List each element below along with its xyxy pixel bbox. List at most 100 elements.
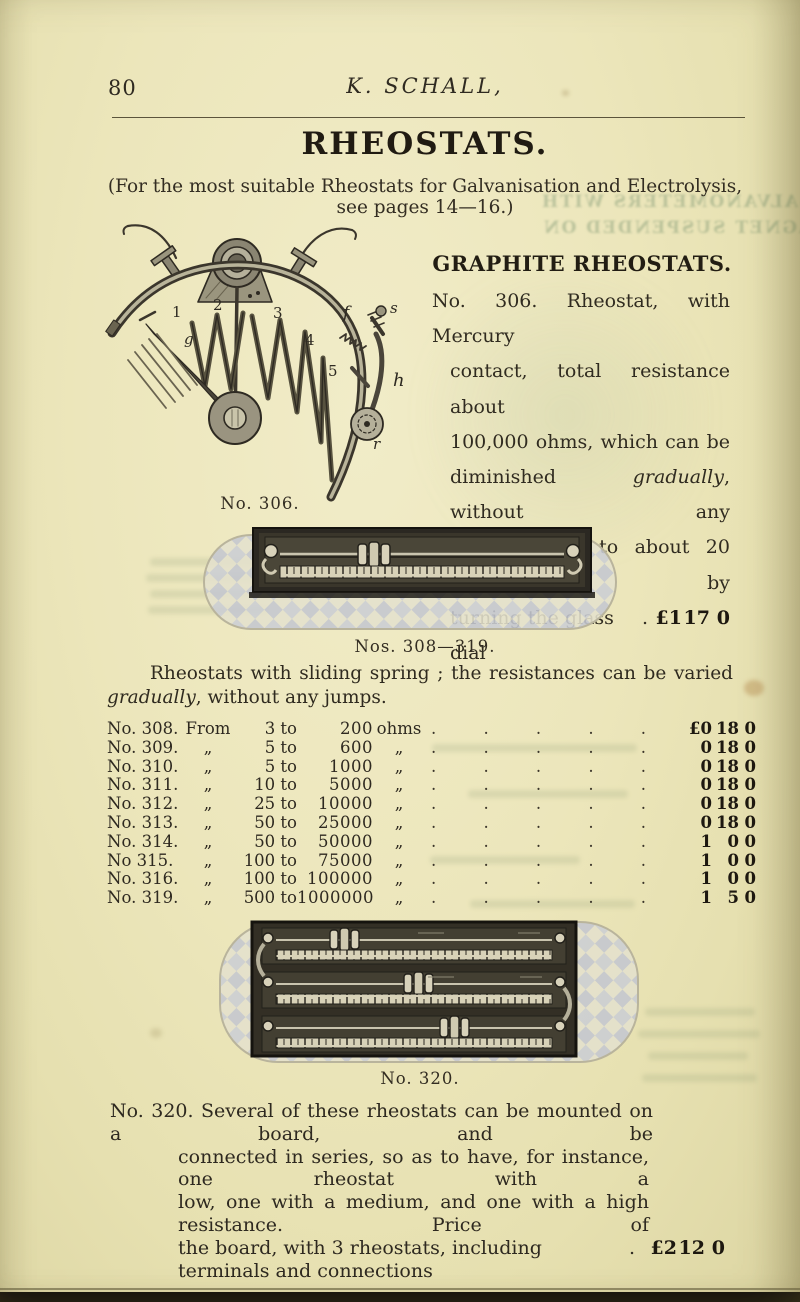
price-shillings: 0 (727, 831, 739, 851)
subtitle: (For the most suitable Rheostats for Gal… (85, 176, 765, 218)
price-pence: 0 (744, 888, 756, 908)
price-pence: 0 (744, 775, 756, 795)
unit-ohms: „ (394, 756, 404, 776)
price-pence: 0 (744, 794, 756, 814)
price-shillings: 17 (683, 606, 710, 629)
page-title: RHEOSTATS. (301, 126, 549, 162)
model-number: No. 313. (107, 812, 179, 832)
range-high: 25000 (318, 812, 373, 832)
price-pence: 0 (744, 756, 756, 776)
range-high: 200 (340, 719, 373, 738)
price-shillings: 18 (716, 812, 739, 832)
paper-stain (150, 1028, 162, 1038)
price-pounds: 1 (700, 888, 712, 908)
price-pounds: £2 (650, 1236, 677, 1259)
dot-leader: . . . . . . (431, 757, 674, 776)
unit-ohms: „ (394, 850, 404, 870)
price-pence: 0 (716, 606, 730, 629)
unit-ohms: „ (394, 794, 404, 814)
range-high: 600 (340, 737, 373, 757)
price-pence: 0 (711, 1236, 725, 1259)
unit-ohms: „ (394, 869, 404, 889)
range-high: 10000 (318, 794, 373, 814)
range-low: 50 to (254, 831, 297, 851)
dot-leader: . . . . . . (431, 870, 674, 889)
scan-edge-bar (0, 1292, 800, 1302)
model-number: No 315. (107, 850, 174, 870)
board-description: No. 320. Several of these rheostats can … (110, 1100, 725, 1282)
from-ditto: „ (203, 812, 213, 832)
sliding-intro-rest: , without any jumps. (195, 686, 387, 708)
price-pence: 0 (744, 869, 756, 889)
price-table-row: No. 308. From 3 to 200 ohms . . . . . . … (107, 719, 756, 739)
price-pounds: 0 (700, 812, 712, 832)
price-pounds: 1 (700, 869, 712, 889)
dot-leader: . . . . . . (431, 776, 674, 795)
from-ditto: „ (203, 737, 213, 757)
unit-ohms: „ (394, 888, 404, 908)
board-line-1: No. 320. Several of these rheostats can … (110, 1100, 653, 1145)
price-shillings: 18 (716, 794, 739, 814)
range-low: 10 to (254, 775, 297, 795)
row-price: 0 18 0 (674, 737, 756, 758)
graphite-line-4: diminished gradually, without any (432, 460, 730, 530)
price-pence: 0 (744, 812, 756, 832)
showthrough-line (430, 856, 580, 864)
price-pounds: 1 (700, 831, 712, 851)
range-low: 100 to (243, 850, 297, 870)
fig-308-319-sliding-rheostat-engraving (203, 527, 617, 630)
fig306-scale-label-2: 2 (213, 296, 223, 314)
graphite-line-4c: , without any (450, 466, 730, 524)
leader-dot: . (641, 606, 648, 629)
price-table: No. 308. From 3 to 200 ohms . . . . . . … (107, 719, 756, 908)
from-ditto: „ (203, 850, 213, 870)
range-high: 1000000 (297, 888, 374, 908)
scan-edge-line (0, 1288, 800, 1290)
header-rule (112, 117, 745, 118)
unit-ohms: „ (394, 775, 404, 795)
range-high: 1000 (329, 756, 373, 776)
price-shillings: 18 (716, 719, 739, 738)
dot-leader: . . . . . . (431, 851, 674, 870)
price-table-row: No. 312. „ 25 to 10000 „ . . . . . . 0 1… (107, 794, 756, 814)
model-number: No. 308. (107, 719, 179, 738)
range-low: 5 to (264, 756, 297, 776)
range-high: 75000 (318, 850, 373, 870)
showthrough-line (642, 1074, 757, 1082)
showthrough-line (468, 790, 628, 798)
fig306-part-label-s: s (390, 299, 398, 317)
subtitle-line-1: (For the most suitable Rheostats for Gal… (107, 176, 743, 197)
fig306-part-label-h: h (393, 370, 405, 391)
price-table-row: No. 310. „ 5 to 1000 „ . . . . . . 0 18 … (107, 756, 756, 777)
fig-308-319-caption: Nos. 308—319. (354, 637, 496, 656)
range-high: 50000 (318, 831, 373, 851)
fig306-scale-label-3: 3 (273, 304, 283, 322)
price-table-row: No. 314. „ 50 to 50000 „ . . . . . . 1 0… (107, 831, 756, 852)
model-number: No. 314. (107, 831, 179, 851)
price-pounds: 0 (700, 775, 712, 795)
range-low: 500 to (243, 888, 297, 908)
price-shillings: 0 (727, 850, 739, 870)
sliding-intro-line-2: gradually, without any jumps. (107, 686, 733, 710)
sliding-intro-italic: gradually (107, 686, 196, 708)
showthrough-line (148, 606, 268, 614)
range-low: 100 to (243, 869, 297, 889)
graphite-line-4a: diminished (450, 466, 557, 489)
graphite-line-4b-italic: gradually (632, 466, 724, 489)
row-price: £0 18 0 (674, 719, 756, 739)
unit-ohms: ohms (376, 719, 422, 738)
price-table-row: No 315. „ 100 to 75000 „ . . . . . . 1 0… (107, 850, 756, 871)
fig-320-caption: No. 320. (380, 1069, 460, 1088)
price-shillings: 18 (716, 756, 739, 776)
price-pence: 0 (744, 737, 756, 757)
row-price: 0 18 0 (674, 812, 756, 833)
graphite-line-3: 100,000 ohms, which can be (450, 430, 730, 453)
unit-ohms: „ (394, 831, 404, 851)
range-high: 5000 (329, 775, 373, 795)
price-shillings: 18 (716, 775, 739, 795)
price-table-row: No. 311. „ 10 to 5000 „ . . . . . . 0 18… (107, 776, 756, 795)
range-low: 5 to (264, 737, 297, 757)
price-pounds: 0 (700, 794, 712, 814)
price-pounds: £1 (655, 606, 682, 629)
